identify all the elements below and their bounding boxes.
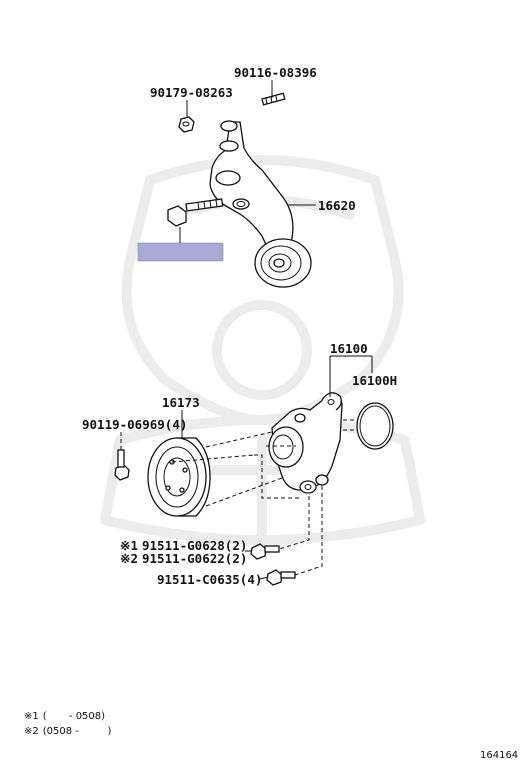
leader-lines-top <box>179 80 316 243</box>
footnote-2: ※2 (0508 - ) <box>24 726 111 737</box>
mark-1: ※1 <box>120 538 138 553</box>
water-pump-assembly[interactable] <box>268 392 343 494</box>
label-90119-06969-pn: 90119-06969 <box>82 417 165 432</box>
label-91511-C0635-qty: (4) <box>240 572 263 587</box>
tensioner-bolt[interactable] <box>167 198 224 227</box>
label-16100: 16100 <box>330 341 368 356</box>
label-90179-08263: 90179-08263 <box>150 85 233 100</box>
pulley-bolt[interactable] <box>114 449 130 481</box>
footnote-1: ※1 ( - 0508) <box>24 711 105 722</box>
mark-2: ※2 <box>120 551 138 566</box>
tensioner-assembly[interactable] <box>209 120 294 259</box>
highlight-box[interactable] <box>137 242 224 262</box>
pump-bolt-lower[interactable] <box>266 569 296 586</box>
label-91511-G0628: ※1 91511-G0628(2) <box>120 538 247 553</box>
nut-90179-08263[interactable] <box>178 116 195 133</box>
label-91511-C0635-pn: 91511-C0635 <box>157 572 240 587</box>
figure-id: 164164 <box>480 750 518 761</box>
label-16100H: 16100H <box>352 373 397 388</box>
label-91511-G0622-pn: 91511-G0622 <box>142 551 225 566</box>
label-91511-G0622-qty: (2) <box>225 551 248 566</box>
label-91511-G0628-pn: 91511-G0628 <box>142 538 225 553</box>
label-16620: 16620 <box>318 198 356 213</box>
gasket-16100H[interactable] <box>356 402 394 450</box>
water-pump-pulley[interactable] <box>147 437 211 517</box>
label-90116-08396: 90116-08396 <box>234 65 317 80</box>
label-90119-06969-qty: (4) <box>165 417 188 432</box>
footnote-2-mark: ※2 <box>24 726 39 737</box>
stud-bolt-90116-08396[interactable] <box>261 92 286 106</box>
label-16173: 16173 <box>162 395 200 410</box>
assembly-dashes <box>120 419 358 576</box>
label-90119-06969: 90119-06969(4) <box>82 417 187 432</box>
label-91511-C0635: 91511-C0635(4) <box>157 572 262 587</box>
pump-bolt-upper[interactable] <box>250 543 280 560</box>
idler-pulley[interactable] <box>254 238 312 288</box>
footnote-2-text: (0508 - ) <box>43 726 112 737</box>
footnote-1-text: ( - 0508) <box>43 711 105 722</box>
label-91511-G0622: ※2 91511-G0622(2) <box>120 551 247 566</box>
leader-lines-bottom <box>181 355 373 580</box>
footnote-1-mark: ※1 <box>24 711 39 722</box>
label-91511-G0628-qty: (2) <box>225 538 248 553</box>
